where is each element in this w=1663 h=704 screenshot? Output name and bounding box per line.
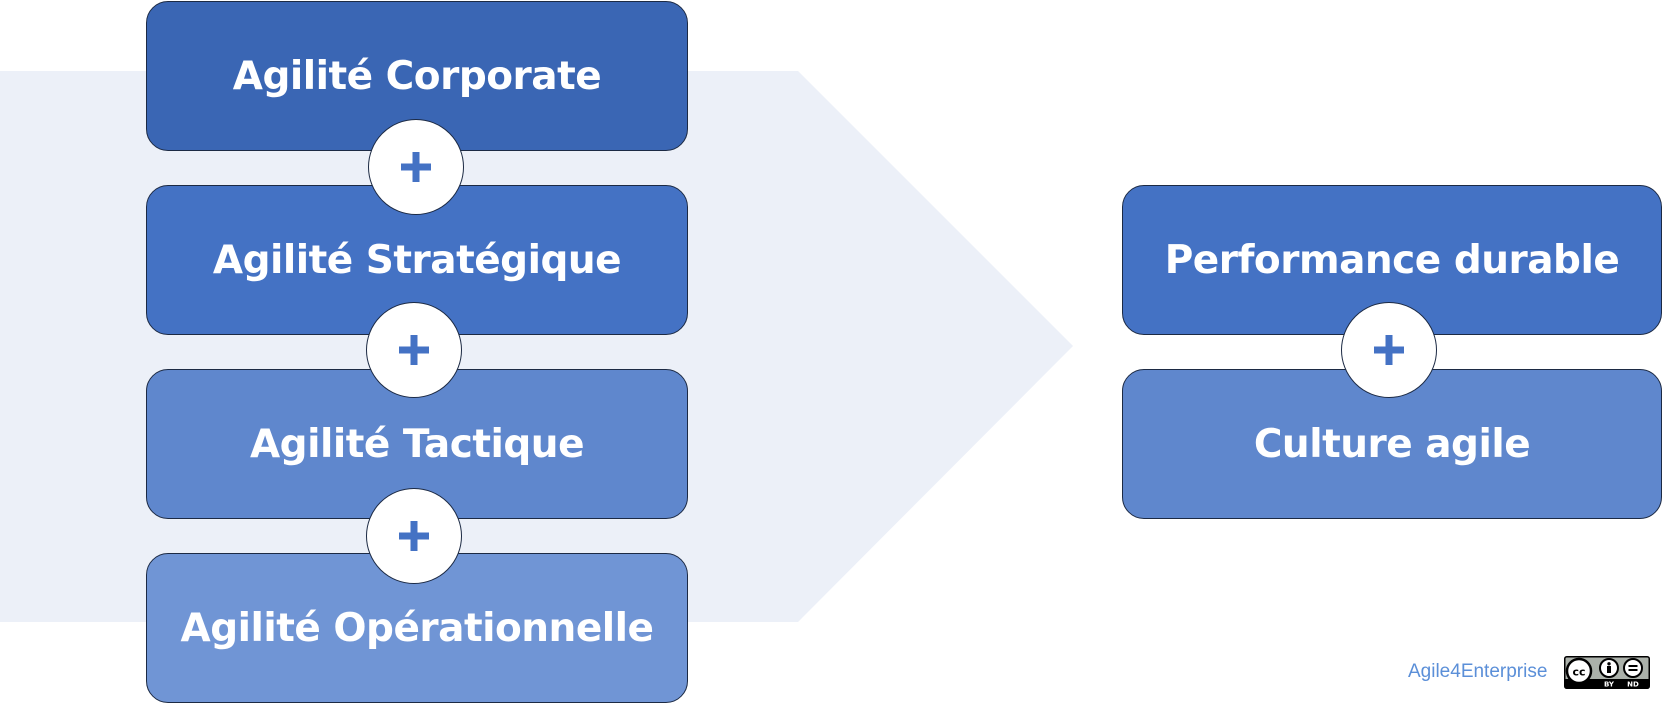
svg-text:cc: cc — [1572, 666, 1585, 679]
brand-label: Agile4Enterprise — [1408, 661, 1548, 682]
by-label: BY — [1604, 681, 1615, 689]
plus-icon — [399, 521, 429, 551]
cc-icon: cc — [1565, 657, 1593, 685]
level-tactical-label: Agilité Tactique — [249, 421, 585, 467]
level-corporate-label: Agilité Corporate — [232, 53, 602, 99]
plus-connector-2 — [366, 302, 462, 398]
outcome-culture-label: Culture agile — [1253, 421, 1531, 467]
nd-icon — [1623, 658, 1643, 678]
outcome-performance-box: Performance durable — [1122, 185, 1662, 335]
by-icon — [1599, 658, 1619, 678]
nd-label: ND — [1627, 681, 1639, 689]
cc-license-badge: cc BY ND — [1564, 656, 1650, 689]
plus-connector-3 — [366, 488, 462, 584]
level-strategic-label: Agilité Stratégique — [212, 237, 622, 283]
plus-connector-right — [1341, 302, 1437, 398]
level-operational-label: Agilité Opérationnelle — [180, 605, 654, 651]
arrow-shape — [0, 71, 1073, 622]
plus-icon — [399, 335, 429, 365]
outcome-culture-box: Culture agile — [1122, 369, 1662, 519]
plus-connector-1 — [368, 119, 464, 215]
plus-icon — [1374, 335, 1404, 365]
outcome-performance-label: Performance durable — [1164, 237, 1620, 283]
plus-icon — [401, 152, 431, 182]
